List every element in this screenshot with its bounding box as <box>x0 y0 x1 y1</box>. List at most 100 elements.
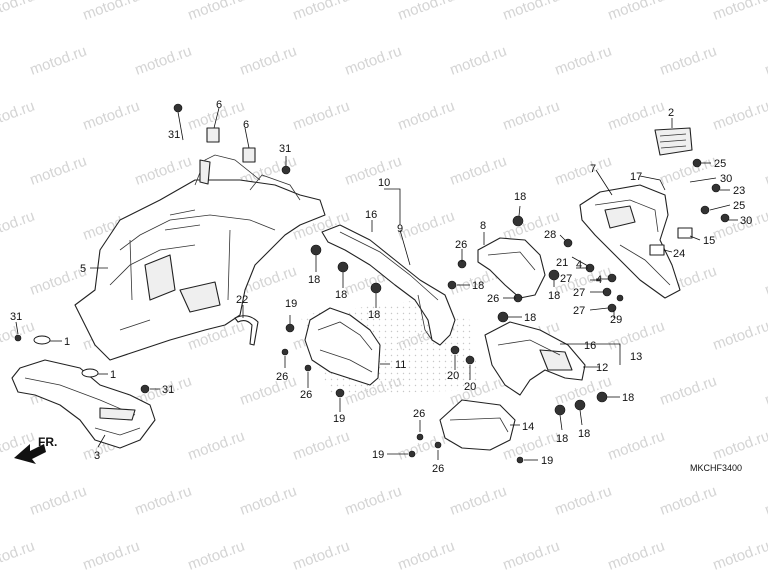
callout-16: 16 <box>584 340 596 352</box>
watermark-text: motod.ru <box>763 483 768 519</box>
watermark-text: motod.ru <box>606 538 667 574</box>
callout-13: 13 <box>630 351 642 363</box>
watermark-text: motod.ru <box>291 538 352 574</box>
callout-26: 26 <box>276 371 288 383</box>
direction-label: FR. <box>38 435 57 449</box>
watermark-text: motod.ru <box>396 208 457 244</box>
callout-29: 29 <box>610 314 622 326</box>
watermark-text: motod.ru <box>81 0 142 24</box>
watermark-text: motod.ru <box>711 538 768 574</box>
under-tray <box>439 399 516 451</box>
watermark-text: motod.ru <box>711 98 768 134</box>
callout-2: 2 <box>668 107 674 119</box>
callout-18: 18 <box>472 280 484 292</box>
watermark-text: motod.ru <box>133 43 194 79</box>
callout-14: 14 <box>522 421 534 433</box>
collar-24 <box>649 244 665 256</box>
watermark-text: motod.ru <box>763 263 768 299</box>
callout-20: 20 <box>464 381 476 393</box>
grommet-6b <box>242 147 256 163</box>
callout-6: 6 <box>216 99 222 111</box>
watermark-text: motod.ru <box>763 43 768 79</box>
watermark-text: motod.ru <box>186 428 247 464</box>
callout-19: 19 <box>372 449 384 461</box>
callout-27: 27 <box>573 305 585 317</box>
callout-17: 17 <box>630 171 642 183</box>
watermark-text: motod.ru <box>763 153 768 189</box>
callout-26: 26 <box>432 463 444 475</box>
reflector <box>654 127 693 156</box>
watermark-text: motod.ru <box>238 373 299 409</box>
callout-18: 18 <box>548 290 560 302</box>
callout-18: 18 <box>622 392 634 404</box>
callout-21: 21 <box>556 257 568 269</box>
callout-15: 15 <box>703 235 715 247</box>
watermark-text: motod.ru <box>343 43 404 79</box>
band-clip <box>234 315 259 346</box>
callout-18: 18 <box>514 191 526 203</box>
grommet-6a <box>206 127 220 143</box>
leader-lines <box>15 107 738 461</box>
watermark-text: motod.ru <box>501 98 562 134</box>
callout-23: 23 <box>733 185 745 197</box>
watermark-text: motod.ru <box>448 153 509 189</box>
watermark-text: motod.ru <box>291 0 352 24</box>
watermark-text: motod.ru <box>396 0 457 24</box>
watermark-text: motod.ru <box>448 483 509 519</box>
callout-19: 19 <box>541 455 553 467</box>
callout-10: 10 <box>378 177 390 189</box>
callout-25: 25 <box>714 158 726 170</box>
callout-5: 5 <box>80 263 86 275</box>
watermark-text: motod.ru <box>291 428 352 464</box>
watermark-text: motod.ru <box>0 0 37 24</box>
watermark-text: motod.ru <box>658 373 719 409</box>
callout-26: 26 <box>455 239 467 251</box>
watermark-text: motod.ru <box>606 0 667 24</box>
callout-1: 1 <box>110 369 116 381</box>
callout-24: 24 <box>673 248 685 260</box>
callout-4: 4 <box>596 274 602 286</box>
front-direction-arrow: FR. <box>14 435 57 464</box>
callout-31: 31 <box>279 143 291 155</box>
callout-4: 4 <box>576 259 582 271</box>
watermark-text: motod.ru <box>0 538 37 574</box>
callout-28: 28 <box>544 229 556 241</box>
callout-3: 3 <box>94 450 100 462</box>
watermark-text: motod.ru <box>133 483 194 519</box>
watermark-text: motod.ru <box>238 43 299 79</box>
callout-27: 27 <box>560 273 572 285</box>
watermark-text: motod.ru <box>553 43 614 79</box>
grommet-1a <box>33 335 51 345</box>
callout-18: 18 <box>335 289 347 301</box>
watermark-text: motod.ru <box>553 483 614 519</box>
watermark-text: motod.ru <box>81 538 142 574</box>
watermark-text: motod.ru <box>0 98 37 134</box>
callout-19: 19 <box>333 413 345 425</box>
callout-30: 30 <box>740 215 752 227</box>
callout-20: 20 <box>447 370 459 382</box>
callout-7: 7 <box>590 163 596 175</box>
callout-12: 12 <box>596 362 608 374</box>
callout-26: 26 <box>300 389 312 401</box>
splash-plate <box>11 359 156 449</box>
watermark-text: motod.ru <box>28 43 89 79</box>
callout-18: 18 <box>524 312 536 324</box>
callout-31: 31 <box>162 384 174 396</box>
collar-15 <box>677 227 693 239</box>
watermark-text: motod.ru <box>238 483 299 519</box>
watermark-text: motod.ru <box>396 538 457 574</box>
callout-22: 22 <box>236 294 248 306</box>
watermark-text: motod.ru <box>28 483 89 519</box>
diagram-code: MKCHF3400 <box>690 463 742 473</box>
watermark-text: motod.ru <box>501 0 562 24</box>
callout-26: 26 <box>413 408 425 420</box>
callout-numbers: 31 6 6 31 5 22 31 1 1 31 3 10 16 9 18 18… <box>10 99 752 475</box>
watermark-text: motod.ru <box>396 98 457 134</box>
watermark-text: motod.ru <box>658 153 719 189</box>
watermark-text: motod.ru <box>81 98 142 134</box>
callout-31: 31 <box>10 311 22 323</box>
watermark-text: motod.ru <box>606 428 667 464</box>
callout-30: 30 <box>720 173 732 185</box>
side-cover-long <box>321 224 456 346</box>
